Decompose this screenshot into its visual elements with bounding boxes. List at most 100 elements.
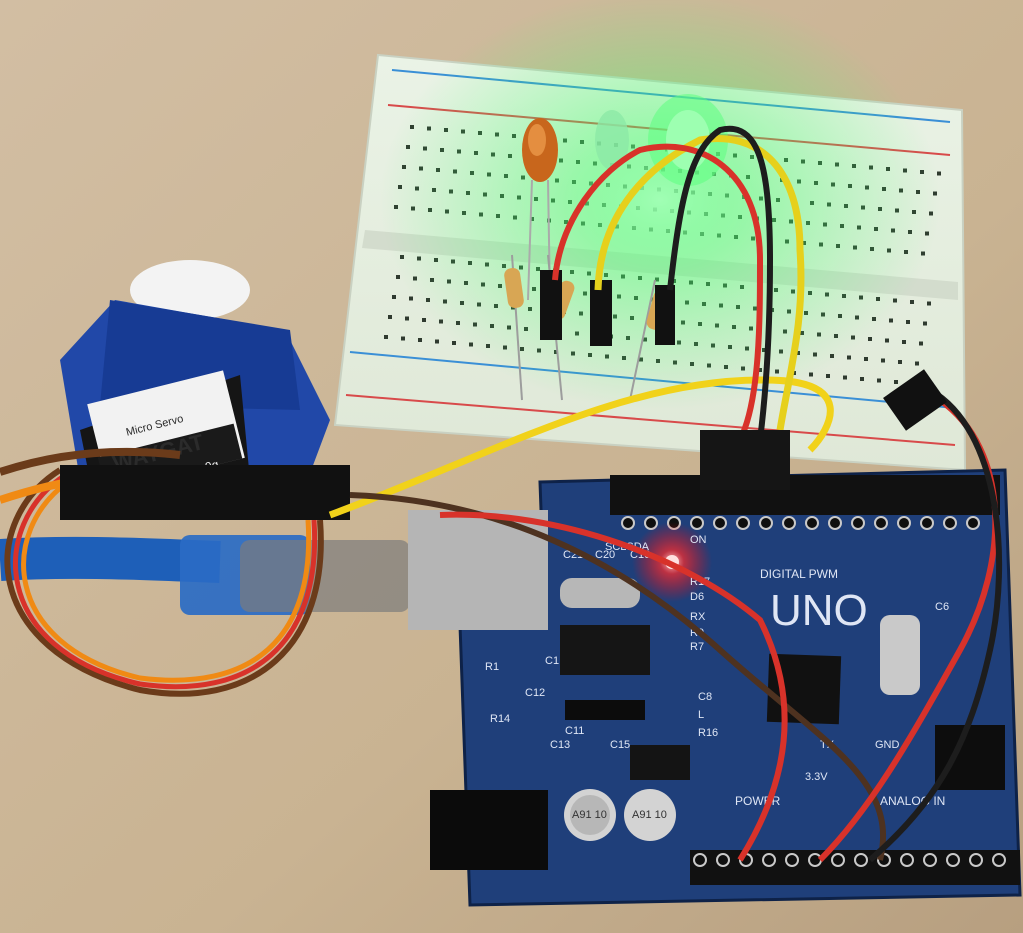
breadboard-hole bbox=[864, 357, 868, 361]
jumper-plug bbox=[540, 270, 562, 340]
breadboard-hole bbox=[409, 296, 413, 301]
icsp-header bbox=[565, 700, 645, 720]
breadboard-hole bbox=[898, 360, 902, 364]
breadboard-hole bbox=[405, 316, 409, 321]
breadboard-hole bbox=[937, 171, 941, 176]
l-label: L bbox=[698, 709, 704, 721]
breadboard-hole bbox=[396, 275, 400, 279]
header-pin bbox=[969, 853, 983, 867]
digital-label: DIGITAL PWM bbox=[760, 567, 838, 581]
breadboard-hole bbox=[910, 300, 914, 304]
cap-label: A91 10 bbox=[632, 809, 667, 821]
header-pin bbox=[759, 516, 773, 530]
breadboard-hole bbox=[392, 295, 396, 299]
r14-label: R14 bbox=[490, 713, 510, 725]
c6-label: C6 bbox=[935, 601, 949, 613]
breadboard-hole bbox=[927, 301, 931, 306]
header-pin bbox=[785, 853, 799, 867]
cap-label: A91 10 bbox=[572, 809, 607, 821]
board-name: UNO bbox=[770, 586, 868, 635]
capacitor bbox=[624, 789, 676, 841]
c20-label: C20 bbox=[595, 549, 615, 561]
breadboard-hole bbox=[919, 341, 923, 346]
r1-label: R1 bbox=[485, 661, 499, 673]
breadboard-hole bbox=[860, 377, 864, 381]
breadboard-hole bbox=[868, 337, 872, 341]
r7-label: R7 bbox=[690, 641, 704, 653]
breadboard-hole bbox=[384, 335, 388, 339]
breadboard-hole bbox=[894, 380, 898, 384]
header-pin bbox=[943, 516, 957, 530]
analog-in-label: ANALOG IN bbox=[880, 794, 945, 808]
header-pin bbox=[897, 516, 911, 530]
wire-red bbox=[439, 511, 788, 862]
wire-red bbox=[552, 143, 764, 442]
resistor bbox=[504, 254, 524, 401]
small-chip bbox=[630, 745, 690, 780]
breadboard-hole bbox=[401, 336, 405, 341]
servo-connector bbox=[60, 465, 350, 520]
jumper-plug bbox=[590, 280, 612, 346]
usb-chip bbox=[560, 625, 650, 675]
header-pin bbox=[762, 853, 776, 867]
led-green-off bbox=[595, 110, 629, 170]
capacitor bbox=[564, 789, 616, 841]
breadboard-hole bbox=[452, 341, 456, 345]
gnd-label: GND bbox=[875, 739, 900, 751]
header-pin bbox=[854, 853, 868, 867]
c1-label: C1 bbox=[545, 655, 559, 667]
jumper-plug bbox=[700, 430, 790, 490]
breadboard-hole bbox=[847, 355, 851, 360]
header-pin bbox=[693, 853, 707, 867]
header-pin bbox=[946, 853, 960, 867]
micro-servo: WAYGAT Micro Servo 9g bbox=[60, 260, 330, 500]
breadboard-hole bbox=[418, 338, 422, 342]
power-jack bbox=[430, 790, 548, 870]
breadboard-hole bbox=[889, 318, 893, 323]
header-pin bbox=[851, 516, 865, 530]
servo-cable bbox=[0, 447, 350, 697]
crystal bbox=[560, 578, 640, 608]
header-pin bbox=[808, 853, 822, 867]
header-pin bbox=[716, 853, 730, 867]
wire-yellow bbox=[594, 135, 805, 431]
wire-black bbox=[667, 125, 774, 441]
header-pin bbox=[831, 853, 845, 867]
breadboard-hole bbox=[881, 358, 885, 363]
arduino-uno-board bbox=[430, 468, 1022, 907]
v33-label: 3.3V bbox=[805, 771, 828, 783]
breadboard-hole bbox=[422, 318, 426, 322]
header-pin bbox=[782, 516, 796, 530]
header-pin bbox=[923, 853, 937, 867]
breadboard-hole bbox=[923, 321, 927, 326]
green-led-glow bbox=[380, 0, 940, 410]
r16-label: R16 bbox=[698, 727, 718, 739]
on-label: ON bbox=[690, 534, 707, 546]
jumper-plug bbox=[655, 285, 675, 345]
c13-label: C13 bbox=[550, 739, 570, 751]
wire-black bbox=[868, 387, 1003, 863]
header-pin bbox=[621, 516, 635, 530]
header-pin bbox=[966, 516, 980, 530]
breadboard-hole bbox=[877, 378, 881, 383]
c8-label: C8 bbox=[698, 691, 712, 703]
icsp-header bbox=[935, 725, 1005, 790]
breadboard-hole bbox=[885, 338, 889, 343]
c12-label: C12 bbox=[525, 687, 545, 699]
breadboard-hole bbox=[843, 375, 847, 380]
breadboard-hole bbox=[902, 340, 906, 344]
header-pin bbox=[900, 853, 914, 867]
wire-yellow bbox=[328, 376, 834, 519]
breadboard-hole bbox=[435, 339, 439, 344]
jumper-plug bbox=[883, 369, 947, 431]
c15-label: C15 bbox=[610, 739, 630, 751]
rx-label: RX bbox=[690, 611, 706, 623]
breadboard-hole bbox=[826, 374, 830, 378]
header-pin bbox=[874, 516, 888, 530]
header-pin bbox=[920, 516, 934, 530]
header-pin bbox=[690, 516, 704, 530]
breadboard-hole bbox=[388, 315, 392, 319]
header-pin bbox=[736, 516, 750, 530]
